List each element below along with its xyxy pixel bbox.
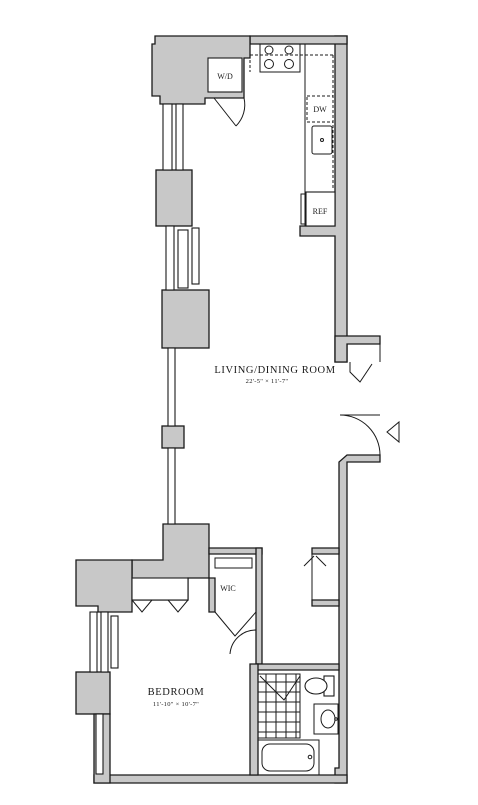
washer-dryer [207, 57, 243, 93]
door-swing-icon [213, 97, 246, 127]
living-room-dims: 22'-5" × 11'-7" [246, 378, 289, 385]
entry-jamb-upper [334, 335, 381, 363]
west-pier-3 [161, 425, 185, 449]
washer-dryer-label: W/D [217, 72, 233, 81]
upper-cabinets [249, 54, 334, 190]
bath-wall-top [255, 663, 340, 671]
bath-wall-left [249, 663, 259, 776]
window-5c [110, 615, 119, 669]
bedroom-door-swing [229, 629, 257, 664]
bedroom-closet-shelf [131, 577, 189, 601]
east-wall-lower [334, 454, 381, 784]
wic-wall-right [255, 547, 263, 665]
hall-closet-door [303, 554, 327, 600]
west-pier-1 [155, 169, 193, 227]
coat-closet-swing [347, 343, 381, 383]
window-2b [177, 229, 189, 289]
window-1 [162, 103, 173, 171]
living-room-name: LIVING/DINING ROOM [214, 365, 335, 376]
entry-door [339, 343, 400, 456]
wic-wall-top [208, 547, 263, 555]
bedroom-closet [131, 577, 189, 613]
kitchen: DW REF [249, 43, 336, 227]
sink-icon [311, 125, 333, 155]
window-4 [167, 447, 176, 525]
bedroom-west-block [75, 559, 133, 613]
refrigerator [305, 191, 336, 227]
bedroom-closet-doors [131, 599, 189, 613]
tile-floor [257, 673, 301, 739]
entry-arrow-icon [386, 420, 400, 444]
walk-in-closet: WIC [214, 557, 257, 664]
window-2 [165, 225, 175, 291]
bedroom-dims: 11'-10" × 10'-7" [153, 701, 199, 708]
window-6 [95, 713, 104, 775]
window-1b [175, 103, 184, 171]
window-2c [191, 227, 200, 285]
toilet-icon [304, 675, 335, 697]
window-3 [167, 347, 176, 427]
bathtub-icon [257, 739, 320, 776]
bedroom-name: BEDROOM [148, 687, 205, 698]
dishwasher-label: DW [313, 105, 327, 114]
wic-door-swing [214, 611, 257, 637]
hall-closet-jamb [311, 547, 340, 555]
refrigerator-door [300, 193, 307, 225]
window-strips [89, 103, 200, 775]
wic-wall-left [208, 577, 216, 613]
south-wall [93, 774, 348, 784]
exterior-walls [75, 35, 381, 784]
interior-walls [208, 547, 340, 776]
west-pier-2 [161, 289, 210, 349]
dishwasher [306, 95, 334, 123]
cooktop-icon [259, 43, 301, 73]
hall-closet [303, 554, 327, 600]
wd-closet: W/D [207, 57, 246, 127]
window-5 [89, 611, 98, 673]
wic-label: WIC [220, 584, 236, 593]
wic-shelf [214, 557, 253, 569]
bedroom-pier [75, 671, 111, 715]
window-5b [100, 611, 109, 673]
refrigerator-label: REF [313, 207, 328, 216]
entry-door-swing [339, 414, 381, 456]
bathroom [257, 673, 339, 776]
north-wall [249, 35, 348, 45]
hall-closet-jamb-2 [311, 599, 340, 607]
vanity-sink-icon [313, 703, 339, 735]
